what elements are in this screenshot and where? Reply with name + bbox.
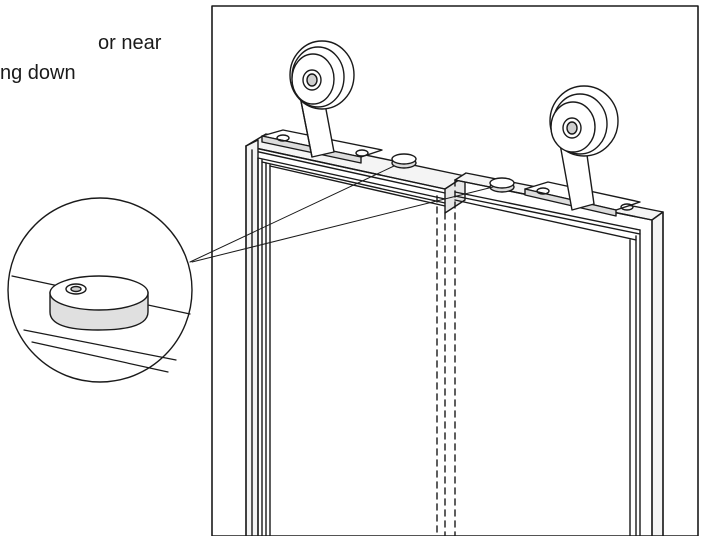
detail-magnifier-circle — [7, 197, 193, 383]
right-door-panel — [454, 172, 664, 536]
instruction-caption: or near ng down — [0, 28, 200, 88]
diagram-frame — [211, 5, 699, 536]
right-hanger-roller — [524, 85, 641, 217]
right-door-stop-bumper — [489, 177, 515, 193]
left-door-stop-bumper — [391, 153, 417, 169]
caption-line-2: ng down — [0, 62, 76, 84]
door-stop-bumper-icon — [49, 275, 149, 331]
left-hanger-roller — [261, 40, 383, 164]
caption-line-1: or near — [98, 32, 162, 54]
left-door-panel — [245, 133, 466, 536]
